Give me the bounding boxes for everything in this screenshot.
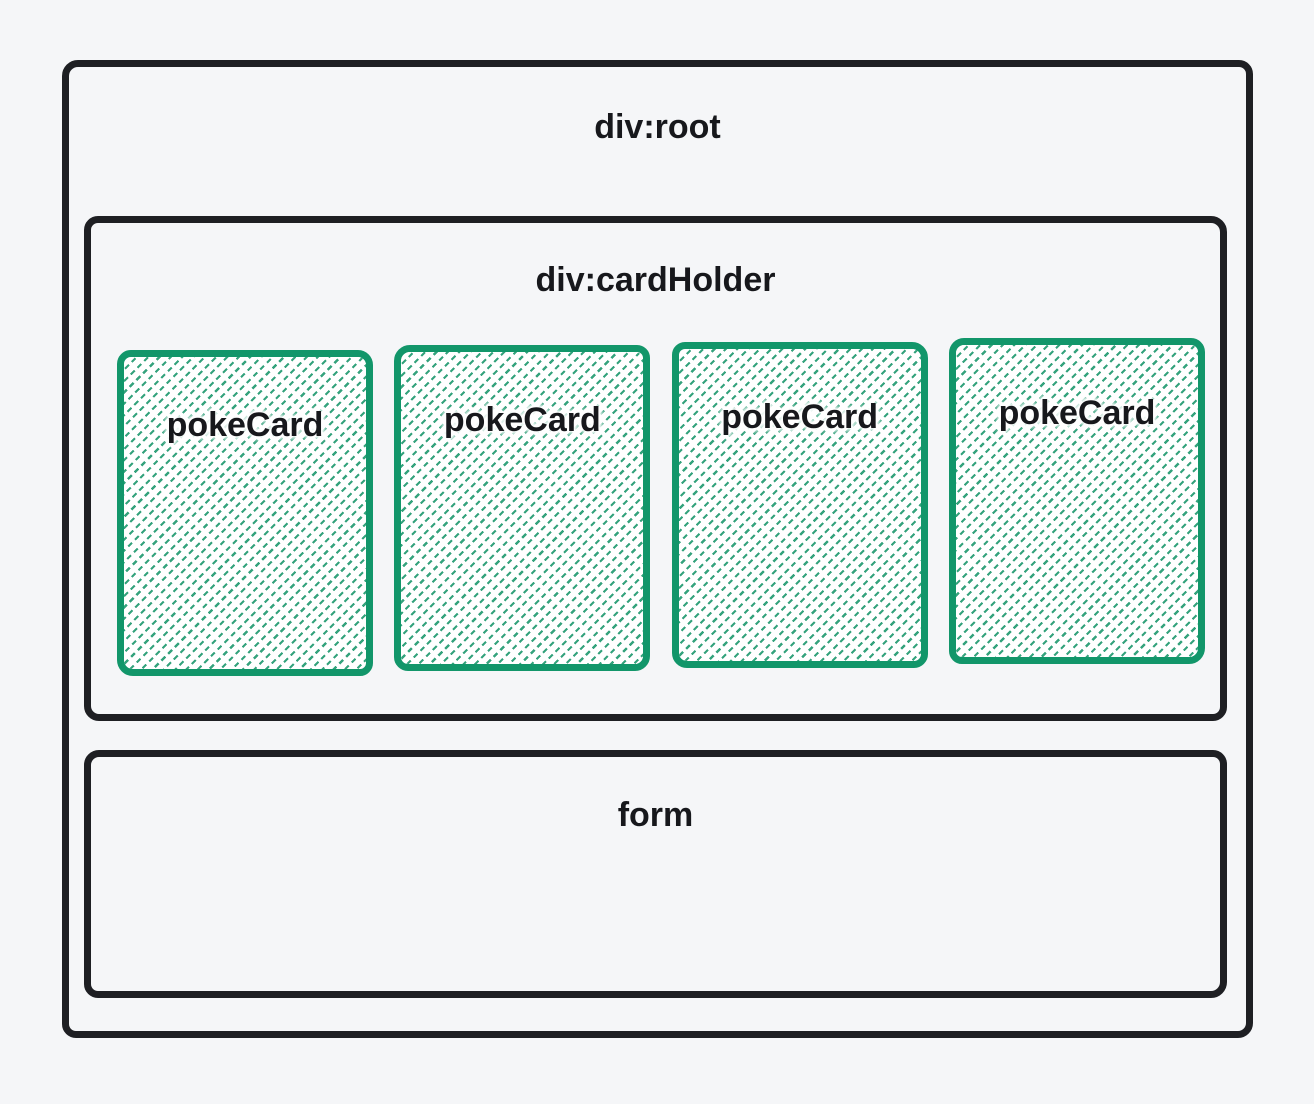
poke-card: pokeCard: [948, 338, 1205, 664]
card-holder-box: div:cardHolder pokeCard pokeCard pokeCar…: [84, 216, 1227, 721]
poke-card: pokeCard: [671, 342, 928, 668]
hatch-fill: [955, 345, 1198, 657]
poke-card: pokeCard: [117, 350, 373, 676]
form-box-label: form: [617, 796, 694, 834]
poke-card-label: pokeCard: [443, 401, 601, 439]
poke-card-label: pokeCard: [721, 398, 879, 436]
root-box: div:root div:cardHolder pokeCard pokeCar…: [62, 60, 1253, 1038]
root-box-label: div:root: [594, 108, 721, 146]
cards-row: pokeCard pokeCard pokeCard pokeCard: [91, 338, 1220, 676]
poke-card-label: pokeCard: [166, 406, 324, 444]
form-box: form: [84, 750, 1227, 998]
poke-card-label: pokeCard: [998, 394, 1156, 432]
hatch-fill: [678, 349, 921, 661]
hatch-fill: [124, 357, 366, 669]
poke-card: pokeCard: [394, 345, 651, 671]
card-holder-box-label: div:cardHolder: [535, 261, 776, 299]
hatch-fill: [401, 352, 644, 664]
